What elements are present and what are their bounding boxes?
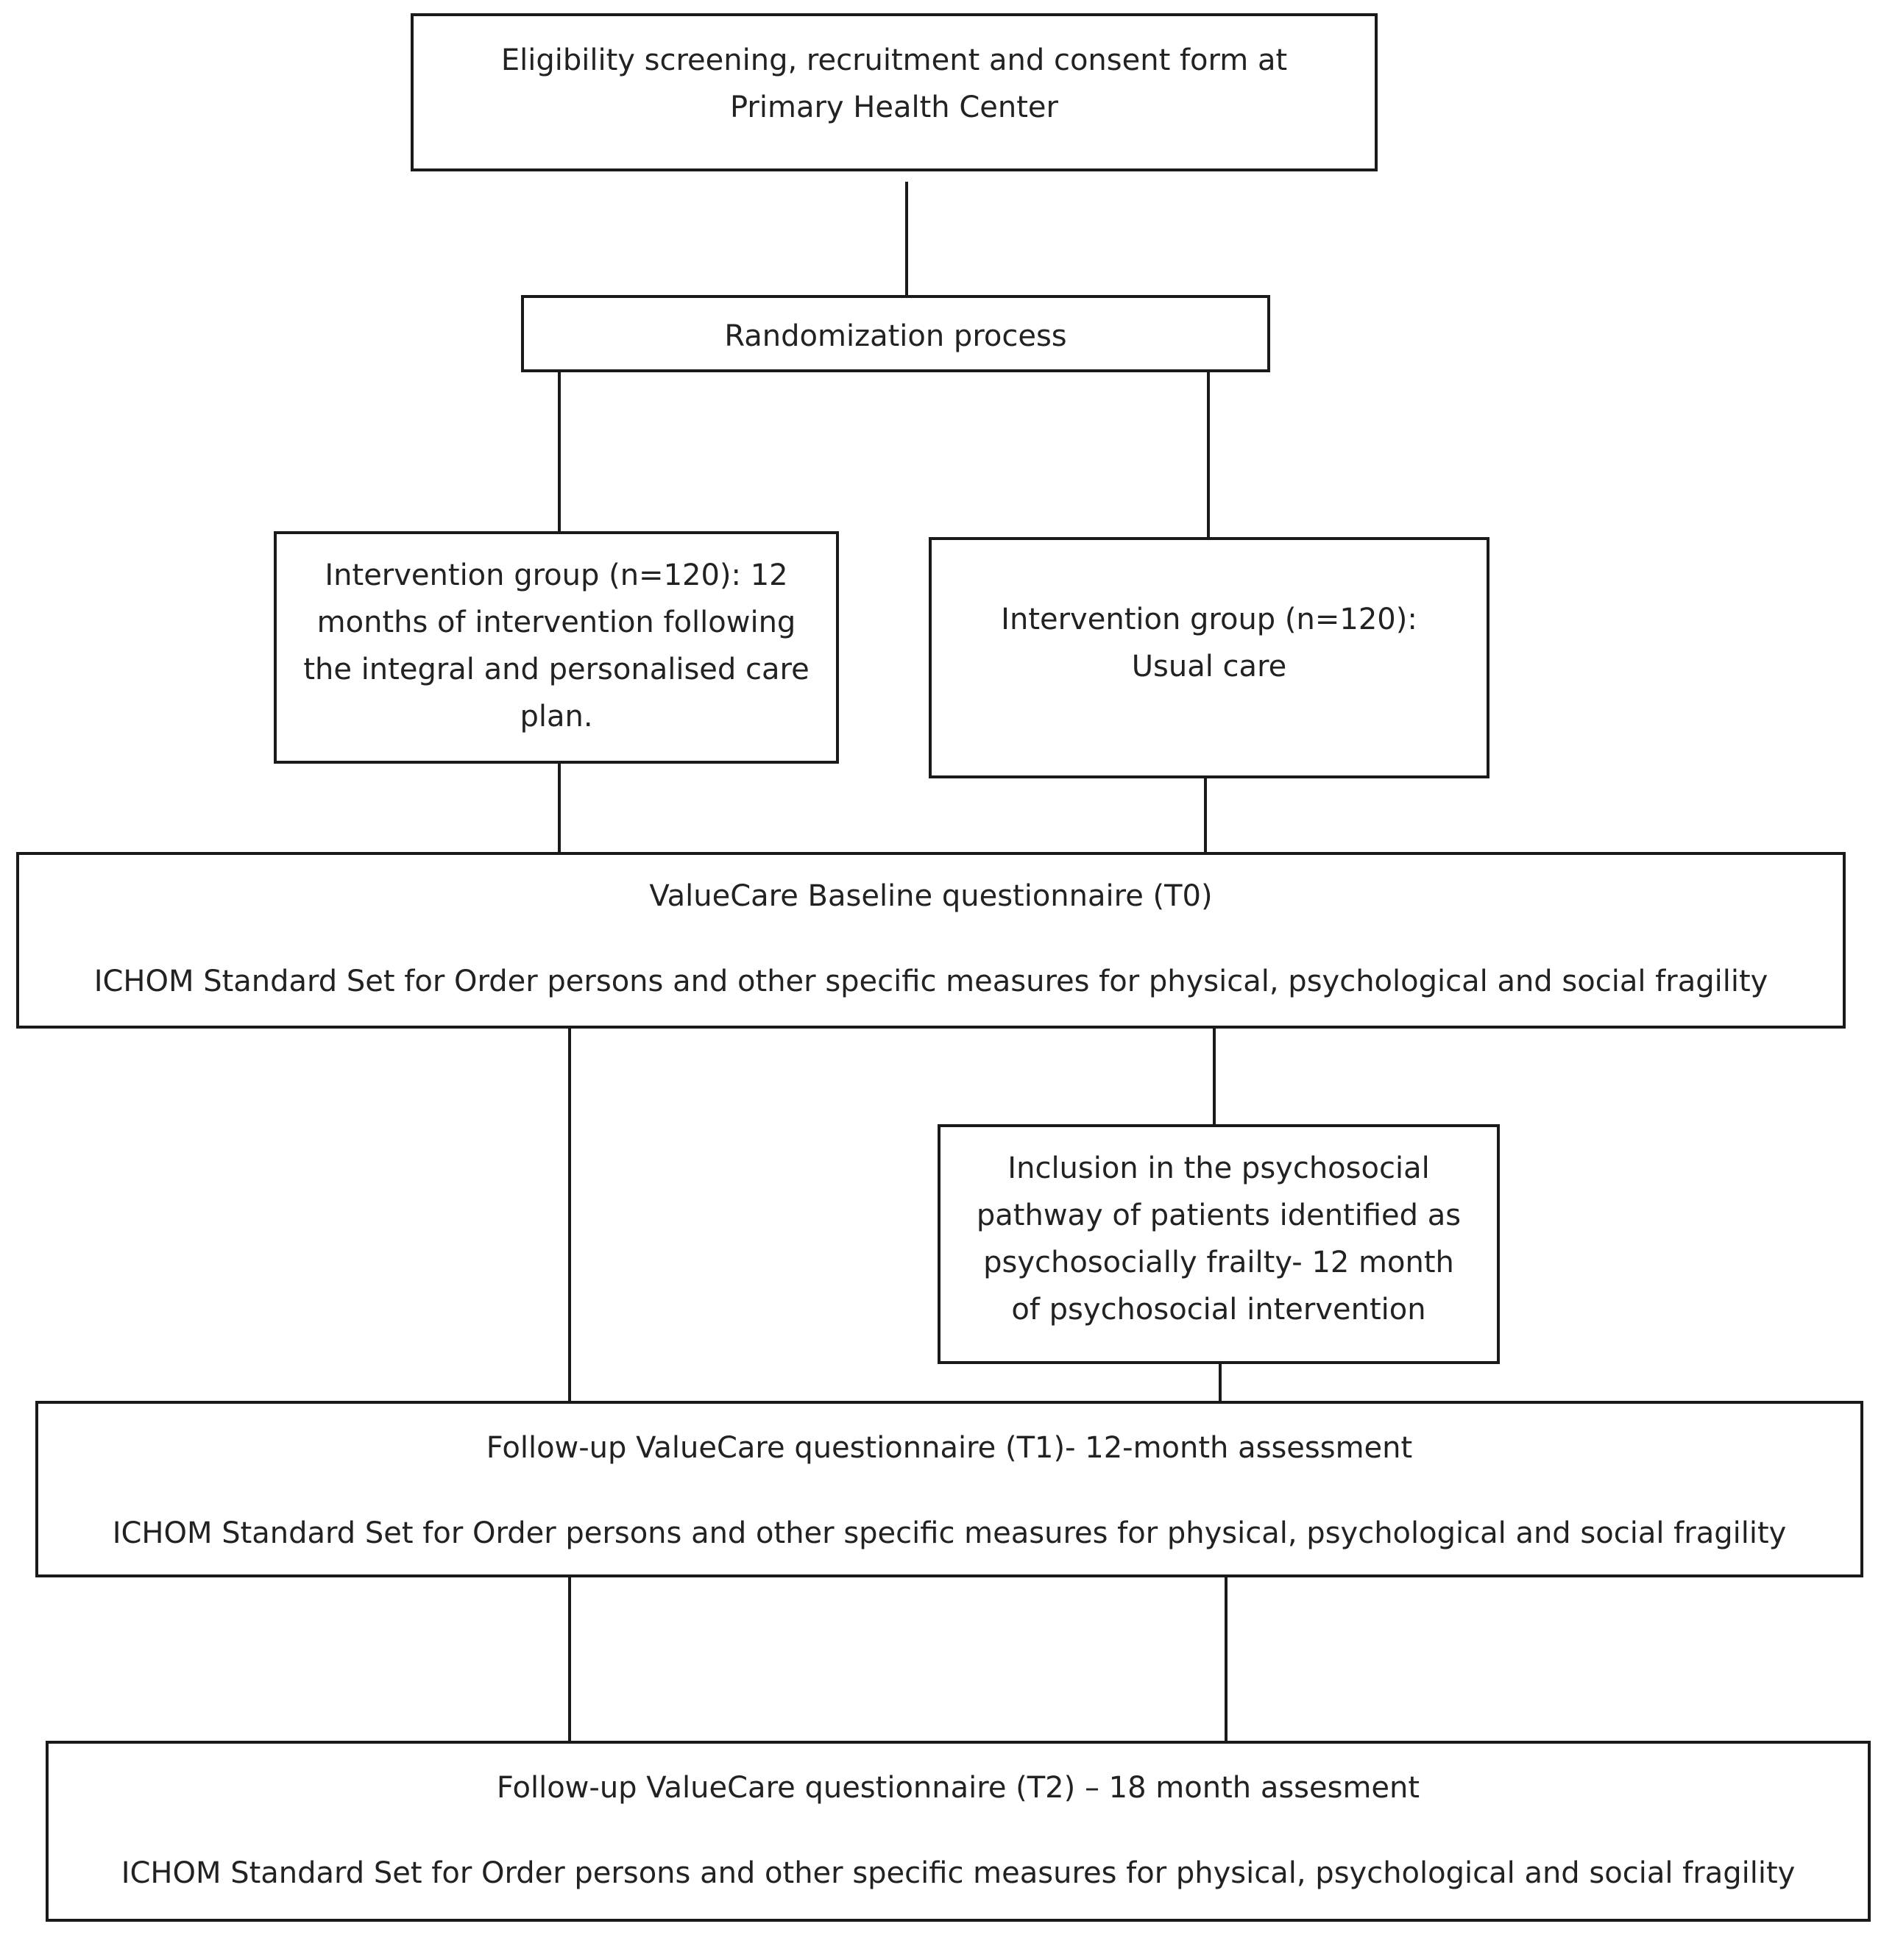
followup-t1-box: Follow-up ValueCare questionnaire (T1)- … bbox=[35, 1401, 1863, 1577]
intervention-left-text: Intervention group (n=120): 12 months of… bbox=[303, 558, 810, 734]
screening-box: Eligibility screening, recruitment and c… bbox=[411, 13, 1378, 171]
screening-text: Eligibility screening, recruitment and c… bbox=[500, 43, 1288, 124]
followup-t2-detail: ICHOM Standard Set for Order persons and… bbox=[121, 1856, 1796, 1890]
connector-randomization-left bbox=[558, 371, 561, 534]
followup-t1-detail: ICHOM Standard Set for Order persons and… bbox=[112, 1516, 1787, 1550]
followup-t2-box: Follow-up ValueCare questionnaire (T2) –… bbox=[46, 1741, 1871, 1922]
connector-baseline-psychosocial bbox=[1213, 1027, 1216, 1124]
randomization-box: Randomization process bbox=[521, 295, 1270, 372]
baseline-detail: ICHOM Standard Set for Order persons and… bbox=[93, 965, 1768, 998]
connector-left-baseline bbox=[558, 762, 561, 855]
followup-t2-title: Follow-up ValueCare questionnaire (T2) –… bbox=[496, 1771, 1420, 1805]
connector-baseline-t1-left bbox=[568, 1027, 571, 1402]
connector-psychosocial-t1 bbox=[1219, 1363, 1222, 1402]
connector-t1-t2-right bbox=[1225, 1576, 1228, 1744]
connector-screening-randomization bbox=[905, 182, 908, 297]
connector-t1-t2-left bbox=[568, 1576, 571, 1744]
connector-right-baseline bbox=[1204, 777, 1207, 855]
intervention-left-box: Intervention group (n=120): 12 months of… bbox=[274, 531, 839, 764]
psychosocial-box: Inclusion in the psychosocial pathway of… bbox=[938, 1124, 1500, 1364]
baseline-box: ValueCare Baseline questionnaire (T0) IC… bbox=[16, 852, 1846, 1029]
intervention-right-box: Intervention group (n=120): Usual care bbox=[929, 537, 1489, 778]
psychosocial-text: Inclusion in the psychosocial pathway of… bbox=[976, 1151, 1462, 1327]
connector-randomization-right bbox=[1207, 371, 1210, 540]
baseline-title: ValueCare Baseline questionnaire (T0) bbox=[649, 879, 1213, 913]
randomization-text: Randomization process bbox=[724, 319, 1067, 353]
intervention-right-text: Intervention group (n=120): Usual care bbox=[1001, 603, 1417, 683]
followup-t1-title: Follow-up ValueCare questionnaire (T1)- … bbox=[486, 1431, 1413, 1465]
